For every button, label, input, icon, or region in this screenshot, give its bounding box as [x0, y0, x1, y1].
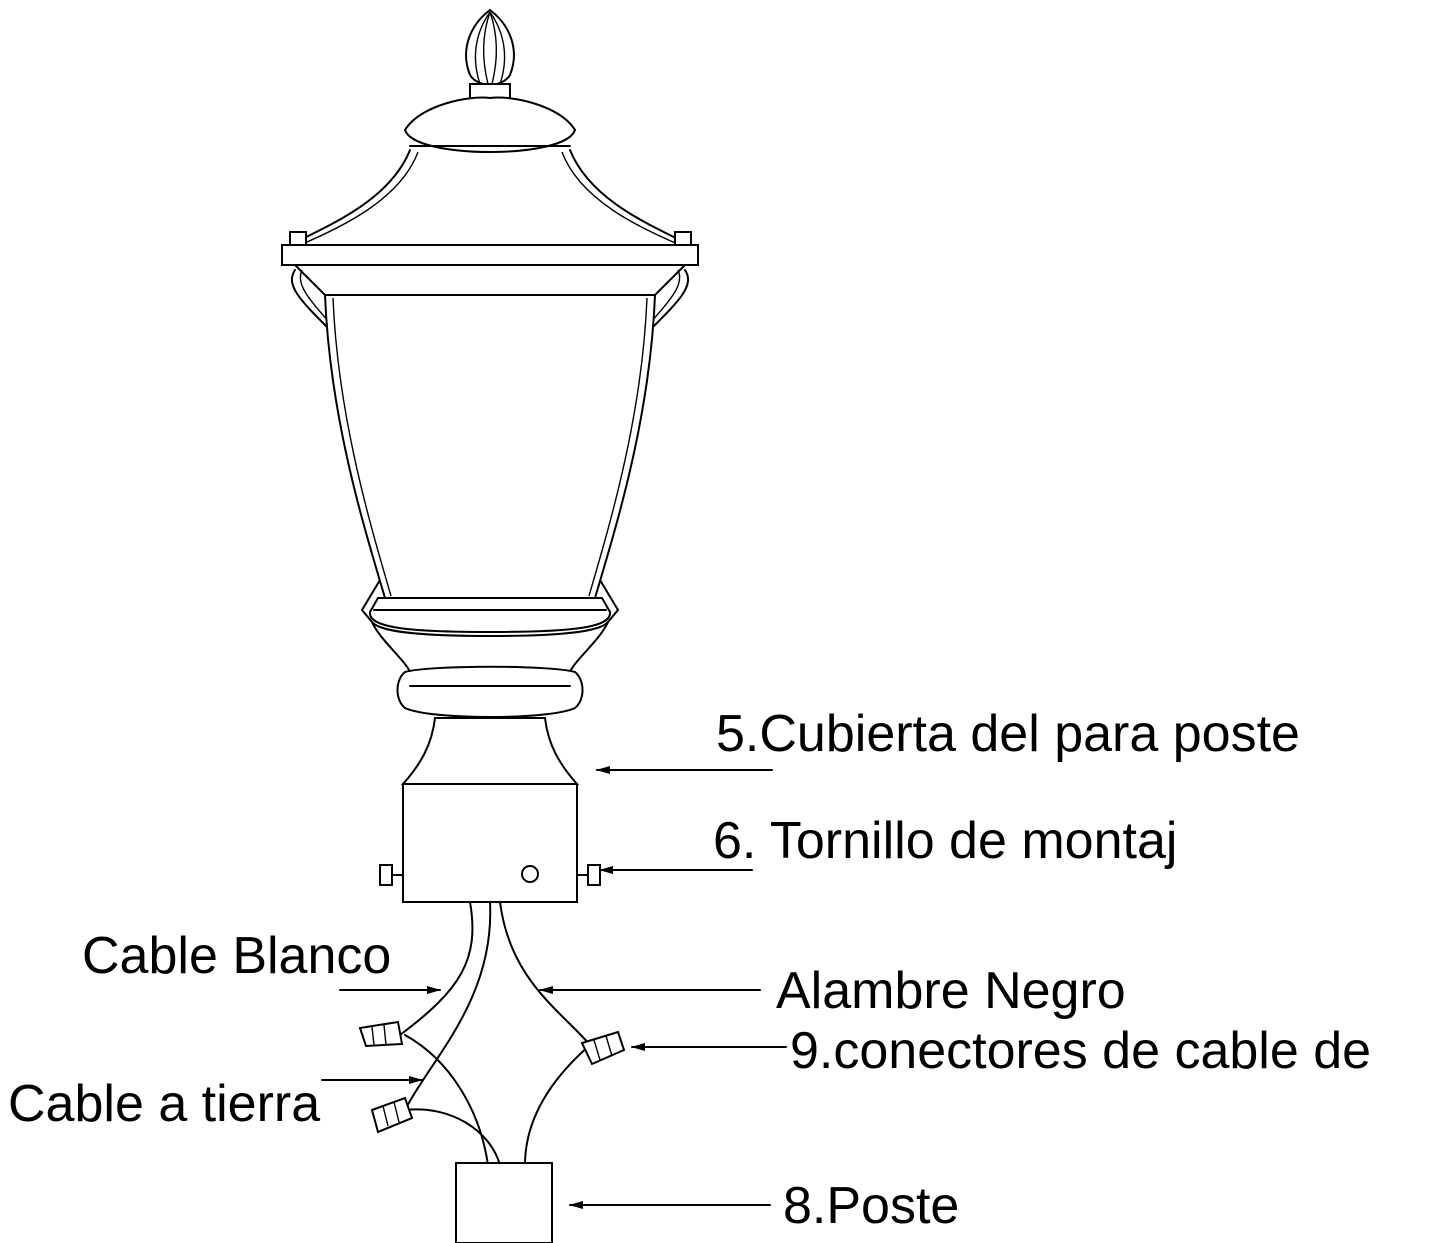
top-cap [289, 96, 691, 246]
label-post: 8.Poste [783, 1177, 960, 1235]
label-black-wire: Alambre Negro [776, 962, 1126, 1020]
finial [465, 8, 515, 101]
post-cover [400, 717, 580, 903]
label-mounting-screw: 6. Tornillo de montaj [713, 812, 1178, 870]
post [455, 1162, 553, 1243]
label-ground-wire: Cable a tierra [8, 1075, 321, 1133]
top-rim [281, 244, 699, 296]
wire-connectors [358, 1020, 626, 1134]
lower-band [369, 597, 611, 673]
label-post-cover: 5.Cubierta del para poste [716, 705, 1300, 763]
wires [399, 901, 591, 1166]
mounting-screws [379, 864, 601, 886]
label-white-wire: Cable Blanco [82, 927, 392, 985]
cap-screws [289, 231, 692, 247]
leader-arrows [321, 766, 787, 1209]
label-wire-connectors: 9.conectores de cable de [790, 1022, 1372, 1080]
glass-shade [323, 294, 657, 599]
bottom-cap [396, 665, 584, 718]
